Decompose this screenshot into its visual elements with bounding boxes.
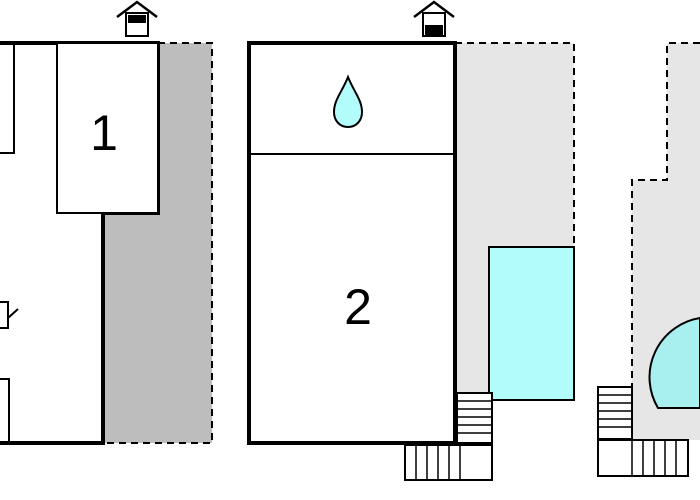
terrace-right-outline xyxy=(631,42,700,440)
stairs-icon xyxy=(456,392,493,444)
water-drop-icon xyxy=(332,74,364,129)
building-middle-wall xyxy=(247,41,457,445)
room-1-label: 1 xyxy=(90,105,118,161)
terrace-left-outline xyxy=(103,42,213,444)
stairs-icon xyxy=(597,386,633,440)
house-entrance-icon xyxy=(116,0,158,37)
partition-top-left xyxy=(0,43,15,154)
sink-icon xyxy=(0,301,19,329)
pool xyxy=(488,246,575,401)
terrace-middle-outline xyxy=(455,42,575,248)
stairs-bottom-icon xyxy=(597,439,689,477)
stairs-bottom-icon xyxy=(404,444,493,481)
room-1 xyxy=(56,42,159,214)
partition-bottom-left xyxy=(0,378,10,443)
terrace-left xyxy=(103,43,212,443)
room-2-label: 2 xyxy=(344,279,372,335)
house-entrance-icon xyxy=(413,0,455,37)
pool-icon xyxy=(648,316,700,409)
